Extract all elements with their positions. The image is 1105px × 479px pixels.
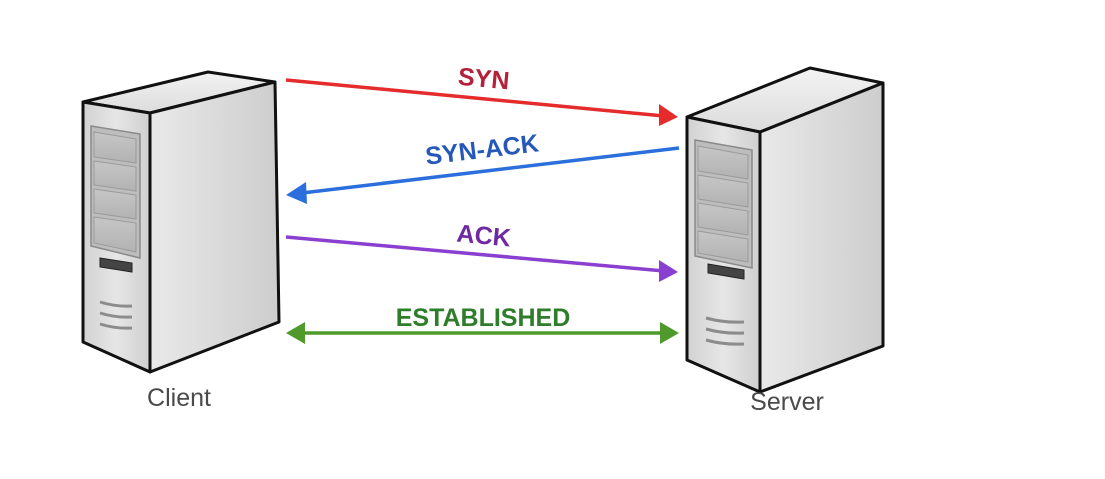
server-tower-icon [685,66,885,394]
established-label: ESTABLISHED [396,304,571,332]
syn-ack-label: SYN-ACK [424,129,540,170]
client-server-icon [81,70,281,374]
syn-label: SYN [457,63,511,96]
established-arrow [286,322,679,344]
ack-arrow [285,235,678,282]
server-label: Server [750,388,824,416]
syn-arrow [285,78,678,126]
syn-ack-arrow [286,146,680,204]
client-label: Client [147,384,211,412]
ack-label: ACK [455,220,511,253]
